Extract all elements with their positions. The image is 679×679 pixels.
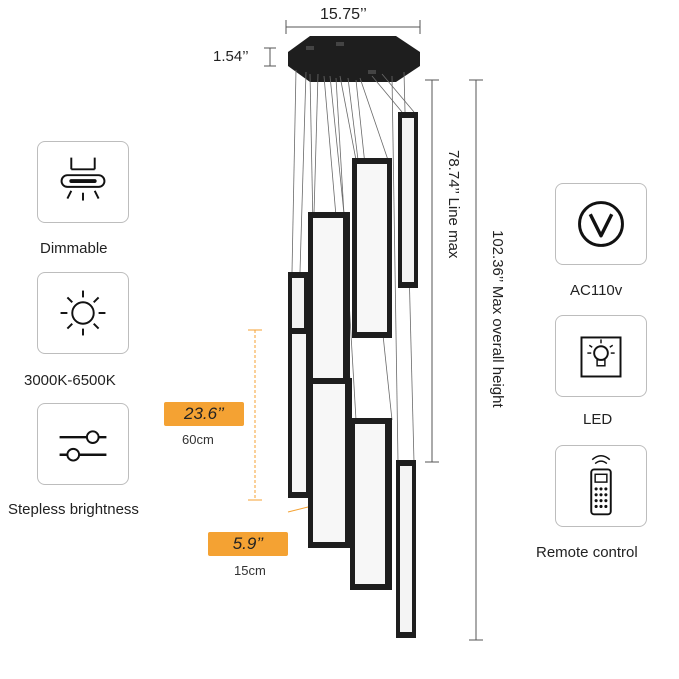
- bulb-icon: [580, 336, 622, 378]
- led-panel: [352, 158, 392, 338]
- feature-label-remote-control: Remote control: [536, 544, 638, 561]
- overall-height-dimension: [469, 79, 483, 641]
- panel-length-cm: 60cm: [182, 432, 214, 447]
- led-panel: [308, 212, 350, 386]
- led-panel: [398, 112, 418, 288]
- canopy-width-label: 15.75’’: [320, 6, 367, 23]
- led-panel: [350, 418, 392, 590]
- sun-icon: [60, 290, 106, 336]
- canopy-height-dimension: [264, 47, 276, 67]
- feature-label-stepless-brightness: Stepless brightness: [8, 501, 139, 518]
- led-panel: [308, 378, 352, 548]
- feature-label-led: LED: [583, 411, 613, 428]
- panel-length-dimension: [248, 329, 262, 501]
- feature-led: [555, 315, 647, 397]
- line-max-dimension: [425, 79, 439, 463]
- feature-remote-control: [555, 445, 647, 527]
- feature-dimmable: [37, 141, 129, 223]
- led-panels: [288, 112, 418, 638]
- led-panel: [288, 328, 310, 498]
- dimmable-lamp-icon: [60, 157, 106, 201]
- feature-voltage: [555, 183, 647, 265]
- remote-icon: [590, 455, 612, 516]
- line-max-label: 78.74’’ Line max: [445, 150, 462, 259]
- canopy-width-dimension: [285, 20, 421, 34]
- panel-width-badge: 5.9’’: [208, 532, 288, 556]
- canopy: [288, 36, 420, 82]
- voltage-v-icon: [578, 201, 624, 247]
- slider-icon: [59, 430, 107, 462]
- feature-label-dimmable: Dimmable: [40, 240, 108, 257]
- panel-width-cm: 15cm: [234, 563, 266, 578]
- overall-height-label: 102.36’’ Max overall height: [489, 230, 506, 408]
- led-panel: [396, 460, 416, 638]
- canopy-height-label: 1.54’’: [213, 48, 249, 65]
- feature-stepless-brightness: [37, 403, 129, 485]
- feature-label-color-temperature: 3000K-6500K: [24, 372, 116, 389]
- panel-length-badge: 23.6’’: [164, 402, 244, 426]
- feature-label-voltage: AC110v: [570, 282, 623, 299]
- feature-color-temperature: [37, 272, 129, 354]
